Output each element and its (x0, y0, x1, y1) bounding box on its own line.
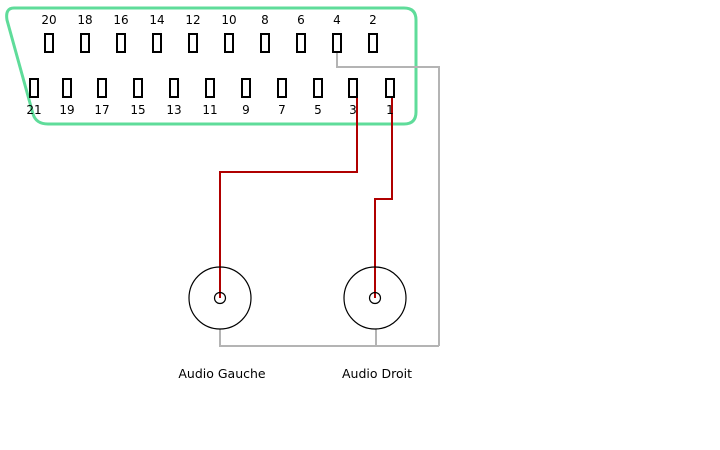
pin-number-label: 16 (113, 13, 128, 27)
scart-pin (205, 78, 215, 98)
scart-pin (80, 33, 90, 53)
scart-pin (62, 78, 72, 98)
pin-number-label: 2 (369, 13, 377, 27)
bottom-row-pins: 21 19 17 15 13 11 9 7 5 3 1 (26, 78, 395, 117)
scart-pin (133, 78, 143, 98)
pin-number-label: 19 (59, 103, 74, 117)
scart-pin (116, 33, 126, 53)
scart-pin (296, 33, 306, 53)
pin-number-label: 9 (242, 103, 250, 117)
top-row-pins: 20 18 16 14 12 10 8 6 4 2 (41, 13, 378, 53)
pin-number-label: 12 (185, 13, 200, 27)
scart-pin (332, 33, 342, 53)
scart-pin (44, 33, 54, 53)
left-audio-jack (188, 266, 252, 330)
ground-wire-bus (219, 329, 439, 347)
right-jack-label: Audio Droit (342, 366, 412, 381)
scart-pin (152, 33, 162, 53)
left-jack-center-pin (213, 291, 227, 305)
pin-number-label: 14 (149, 13, 164, 27)
ground-wires (219, 52, 440, 347)
scart-pin (241, 78, 251, 98)
scart-pin (224, 33, 234, 53)
signal-wires (219, 97, 393, 298)
pin-number-label: 21 (26, 103, 41, 117)
right-jack-outer-ring (343, 266, 407, 330)
signal-wire-pin1-right (374, 97, 393, 298)
left-jack-label: Audio Gauche (178, 366, 266, 381)
scart-pin (29, 78, 39, 98)
pin-number-label: 20 (41, 13, 56, 27)
pin-number-label: 17 (94, 103, 109, 117)
pin-number-label: 13 (166, 103, 181, 117)
right-jack-center-pin (368, 291, 382, 305)
scart-pin (277, 78, 287, 98)
pin-number-label: 3 (349, 103, 357, 117)
pin-number-label: 4 (333, 13, 341, 27)
left-jack-outer-ring (188, 266, 252, 330)
pin-number-label: 8 (261, 13, 269, 27)
scart-connector-outline (5, 6, 418, 126)
pin-number-label: 1 (386, 103, 394, 117)
pin-number-label: 5 (314, 103, 322, 117)
signal-wire-pin3-left (219, 97, 358, 298)
pin-number-label: 11 (202, 103, 217, 117)
scart-pin (385, 78, 395, 98)
scart-pin (368, 33, 378, 53)
scart-pin (188, 33, 198, 53)
right-audio-jack (343, 266, 407, 330)
pin-number-label: 10 (221, 13, 236, 27)
scart-pin (348, 78, 358, 98)
pin-number-label: 15 (130, 103, 145, 117)
pin-number-label: 18 (77, 13, 92, 27)
pin-number-label: 7 (278, 103, 286, 117)
scart-pin (169, 78, 179, 98)
scart-pin (260, 33, 270, 53)
ground-wire-pin4 (336, 52, 440, 346)
scart-pin (313, 78, 323, 98)
scart-pin (97, 78, 107, 98)
pin-number-label: 6 (297, 13, 305, 27)
